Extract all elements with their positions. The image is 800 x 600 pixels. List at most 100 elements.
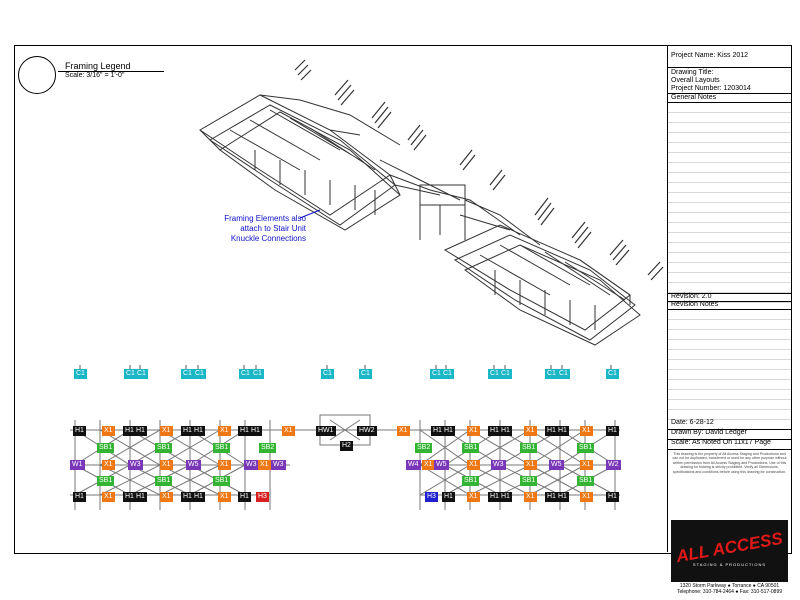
drawn-by: Drawn By: David Ledger xyxy=(671,429,747,436)
title-block: Project Name: Kiss 2012 Drawing Title: O… xyxy=(667,45,791,595)
framing-label-row4: SB1 xyxy=(213,476,231,486)
framing-label-row5: H1 xyxy=(181,492,194,502)
framing-label-row3: W3 xyxy=(491,460,506,470)
framing-label-row5: X1 xyxy=(467,492,480,502)
framing-label-row2: SB1 xyxy=(577,443,595,453)
framing-label-row2: SB2 xyxy=(415,443,433,453)
stair-units xyxy=(294,59,664,281)
column-label: C1 xyxy=(193,369,206,379)
drawing-title-label: Drawing Title: xyxy=(671,69,714,76)
framing-label-row4: SB1 xyxy=(577,476,595,486)
framing-label-row3: W3 xyxy=(244,460,259,470)
framing-label-row3: X1 xyxy=(524,460,537,470)
framing-label-row3: X1 xyxy=(467,460,480,470)
framing-label-row3: W5 xyxy=(434,460,449,470)
framing-label-row5: H1 xyxy=(123,492,136,502)
framing-label-row1: H1 xyxy=(181,426,194,436)
framing-label-row1: HW1 xyxy=(316,426,336,436)
framing-label-row1: H1 xyxy=(431,426,444,436)
framing-label-row2: SB1 xyxy=(155,443,173,453)
column-label: C1 xyxy=(74,369,87,379)
framing-label-row5: H1 xyxy=(73,492,86,502)
drawing-border xyxy=(14,45,792,554)
framing-label-row4: SB1 xyxy=(97,476,115,486)
company-logo: ALL ACCESS STAGING & PRODUCTIONS xyxy=(671,520,788,582)
date-row: Date: 6-28-12 xyxy=(668,419,791,430)
framing-label-row3: W2 xyxy=(606,460,621,470)
revision-notes-label: Revision Notes xyxy=(668,301,791,310)
legend-scale: Scale: 3/16" = 1'-0" xyxy=(65,72,125,79)
revision-notes-lines xyxy=(668,310,791,430)
column-label: C1 xyxy=(181,369,194,379)
framing-label-row5: H1 xyxy=(238,492,251,502)
general-notes-lines xyxy=(668,103,791,303)
framing-label-row5: H1 xyxy=(442,492,455,502)
framing-label-row1: H1 xyxy=(249,426,262,436)
framing-label-row5: H1 xyxy=(488,492,501,502)
framing-label-row1: X1 xyxy=(160,426,173,436)
framing-label-row5: H3 xyxy=(256,492,269,502)
framing-label-row5: X1 xyxy=(580,492,593,502)
framing-label-row5: H1 xyxy=(134,492,147,502)
framing-label-row3: X1 xyxy=(102,460,115,470)
framing-label-row1: X1 xyxy=(218,426,231,436)
note-line-2: attach to Stair Unit xyxy=(240,224,306,233)
drawn-by-row: Drawn By: David Ledger xyxy=(668,429,791,440)
note-line-3: Knuckle Connections xyxy=(230,234,306,243)
framing-label-row1: X1 xyxy=(580,426,593,436)
framing-label-row1: H1 xyxy=(606,426,619,436)
framing-note: Framing Elements also attach to Stair Un… xyxy=(206,214,306,244)
column-label: C1 xyxy=(135,369,148,379)
framing-label-row4: SB1 xyxy=(462,476,480,486)
framing-label-row1: X1 xyxy=(467,426,480,436)
framing-label-row1: H1 xyxy=(123,426,136,436)
framing-label-row1: X1 xyxy=(102,426,115,436)
column-label: C1 xyxy=(499,369,512,379)
column-label: C1 xyxy=(430,369,443,379)
framing-label-row5: H1 xyxy=(499,492,512,502)
framing-label-row1: H1 xyxy=(442,426,455,436)
general-notes-label: General Notes xyxy=(668,93,791,103)
column-label: C1 xyxy=(321,369,334,379)
framing-label-row3: W4 xyxy=(406,460,421,470)
column-label: C1 xyxy=(488,369,501,379)
framing-label-row5: X1 xyxy=(218,492,231,502)
framing-label-row2: SB1 xyxy=(520,443,538,453)
framing-label-row5: X1 xyxy=(524,492,537,502)
framing-label-row3: W5 xyxy=(549,460,564,470)
framing-label-row1: H1 xyxy=(488,426,501,436)
project-name-row: Project Name: Kiss 2012 xyxy=(668,45,791,68)
framing-label-row1: H1 xyxy=(73,426,86,436)
legend-circle xyxy=(18,56,56,94)
framing-label-row5: X1 xyxy=(102,492,115,502)
framing-label-row2: SB1 xyxy=(213,443,231,453)
framing-label-h2: H2 xyxy=(340,441,353,451)
framing-label-row3: X1 xyxy=(218,460,231,470)
column-label: C1 xyxy=(545,369,558,379)
contact-info: 1320 Storm Parkway ● Torrance ● CA 90501… xyxy=(668,583,791,595)
framing-label-row2: SB1 xyxy=(462,443,480,453)
framing-label-row1: H1 xyxy=(192,426,205,436)
framing-label-row1: H1 xyxy=(238,426,251,436)
column-label: C1 xyxy=(441,369,454,379)
drawing-title-row: Drawing Title: Overall Layouts Project N… xyxy=(668,67,791,94)
right-stage-truss xyxy=(443,224,641,346)
framing-label-row1: X1 xyxy=(524,426,537,436)
framing-label-row5: H1 xyxy=(192,492,205,502)
logo-subtext: STAGING & PRODUCTIONS xyxy=(692,562,767,567)
project-number: Project Number: 1203014 xyxy=(671,85,751,92)
framing-label-row3: W3 xyxy=(128,460,143,470)
framing-label-row5: H1 xyxy=(606,492,619,502)
column-label: C1 xyxy=(124,369,137,379)
date: Date: 6-28-12 xyxy=(671,419,714,426)
framing-label-row3: X1 xyxy=(580,460,593,470)
revision-row: Revision: 2.0 xyxy=(668,293,791,302)
column-label: C1 xyxy=(557,369,570,379)
framing-label-row3: W3 xyxy=(271,460,286,470)
company-address: 1320 Storm Parkway ● Torrance ● CA 90501 xyxy=(679,583,780,589)
center-bridge xyxy=(290,414,410,446)
revision-notes-section: Revision Notes xyxy=(668,301,791,430)
column-label: C1 xyxy=(359,369,372,379)
framing-label-row4: SB1 xyxy=(155,476,173,486)
framing-label-row5: X1 xyxy=(160,492,173,502)
